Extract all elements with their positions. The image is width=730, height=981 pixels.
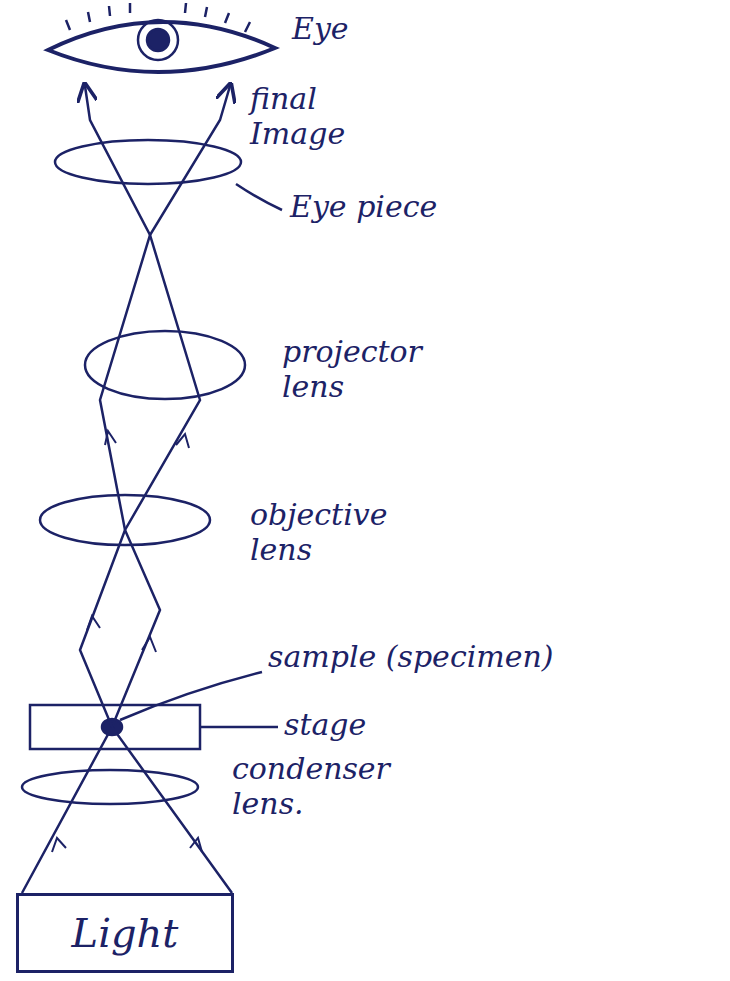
eye-drawing <box>48 3 275 72</box>
ray-arrows <box>52 431 202 852</box>
part-label: final Image <box>250 82 380 151</box>
light-source-box: Light <box>16 893 234 973</box>
stage <box>30 705 200 749</box>
part-label: projector lens <box>282 335 462 404</box>
leader-line <box>120 672 262 720</box>
condenser-lens <box>22 770 198 804</box>
eye-piece-lens <box>55 140 241 184</box>
leader-line <box>200 726 278 729</box>
part-label: condenser lens. <box>232 752 442 821</box>
projector-lens <box>85 331 245 399</box>
leader-line <box>236 184 282 210</box>
light-ray <box>22 86 230 893</box>
part-label: sample (specimen) <box>268 640 708 675</box>
node-text: Light <box>72 910 179 956</box>
light-ray <box>80 86 232 893</box>
objective-lens <box>40 495 210 545</box>
part-label: Eye piece <box>290 190 510 225</box>
part-label: Eye <box>292 12 412 47</box>
part-label: stage <box>284 708 414 743</box>
part-label: objective lens <box>250 498 440 567</box>
